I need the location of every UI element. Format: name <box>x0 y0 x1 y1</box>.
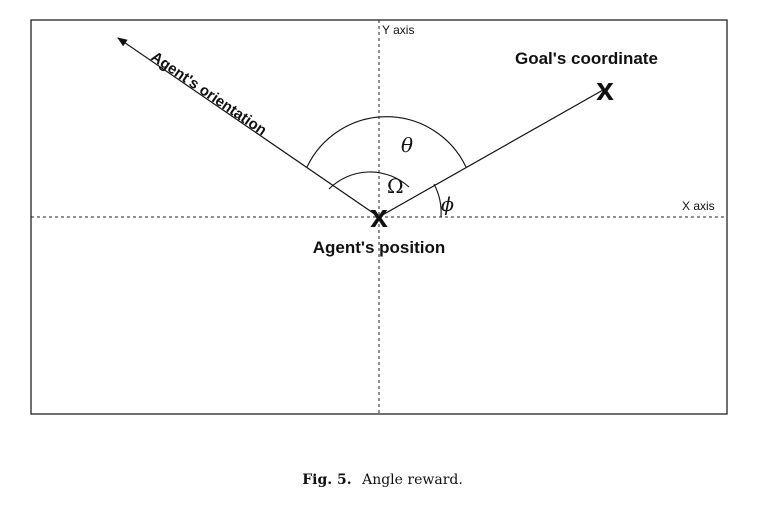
agent-position-marker: x <box>370 198 388 234</box>
caption-text: Angle reward. <box>362 472 463 488</box>
y-axis-label: Y axis <box>382 23 414 37</box>
theta-symbol: θ <box>401 133 413 157</box>
omega-arc <box>328 171 410 190</box>
orientation-label: Agent's orientation <box>148 48 270 139</box>
theta-arc <box>306 116 467 168</box>
figure-caption: Fig. 5. Angle reward. <box>0 472 765 488</box>
goal-label: Goal's coordinate <box>515 49 658 68</box>
phi-arc <box>433 183 442 218</box>
goal-line <box>378 89 604 218</box>
orientation-arrow <box>117 37 380 218</box>
agent-position-label: Agent's position <box>313 238 445 257</box>
angle-reward-diagram: Y axis X axis Agent's orientation θ Ω ϕ … <box>30 19 728 415</box>
phi-symbol: ϕ <box>441 194 454 216</box>
caption-label: Fig. 5. <box>302 472 352 488</box>
x-axis-label: X axis <box>682 199 715 213</box>
omega-symbol: Ω <box>387 174 404 198</box>
goal-marker: x <box>596 71 614 107</box>
